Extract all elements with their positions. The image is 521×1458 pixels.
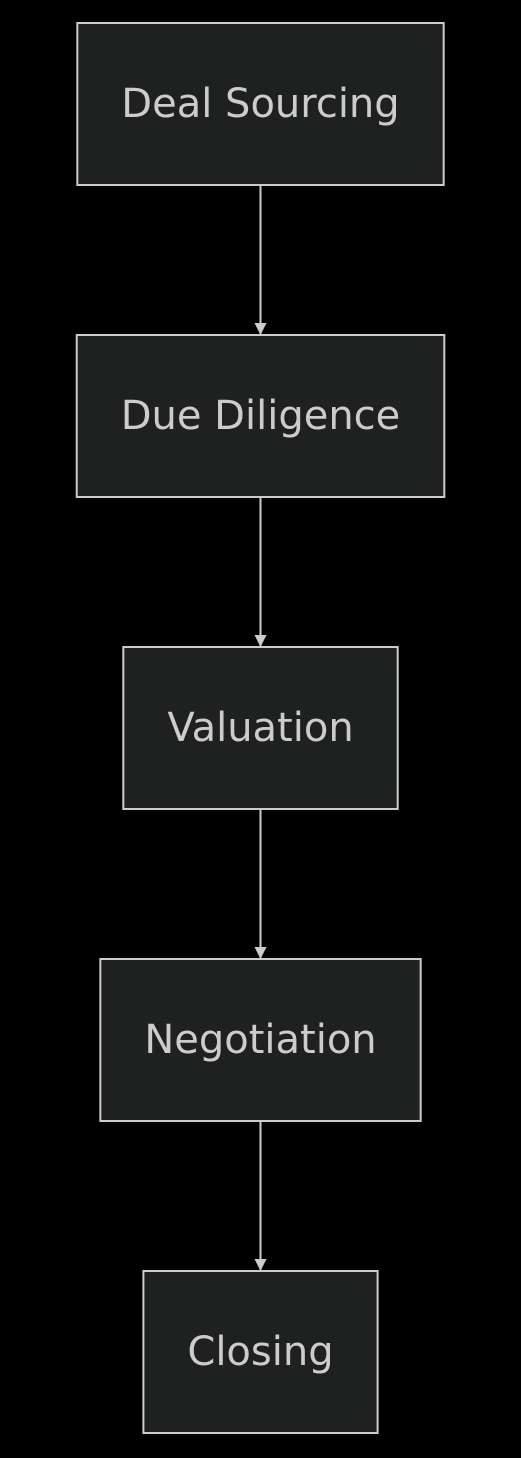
- node-label-due-diligence: Due Diligence: [121, 393, 401, 439]
- node-label-closing: Closing: [187, 1329, 333, 1375]
- node-box-negotiation: [99, 958, 422, 1122]
- node-closing: Closing: [142, 1270, 379, 1434]
- node-box-due-diligence: [75, 334, 446, 498]
- node-due-diligence: Due Diligence: [75, 334, 446, 498]
- node-box-valuation: [122, 646, 399, 810]
- node-label-deal-sourcing: Deal Sourcing: [121, 81, 399, 127]
- node-box-closing: [142, 1270, 379, 1434]
- node-label-negotiation: Negotiation: [144, 1017, 376, 1063]
- node-valuation: Valuation: [122, 646, 399, 810]
- node-deal-sourcing: Deal Sourcing: [76, 22, 445, 186]
- node-label-valuation: Valuation: [167, 705, 353, 751]
- node-negotiation: Negotiation: [99, 958, 422, 1122]
- node-box-deal-sourcing: [76, 22, 445, 186]
